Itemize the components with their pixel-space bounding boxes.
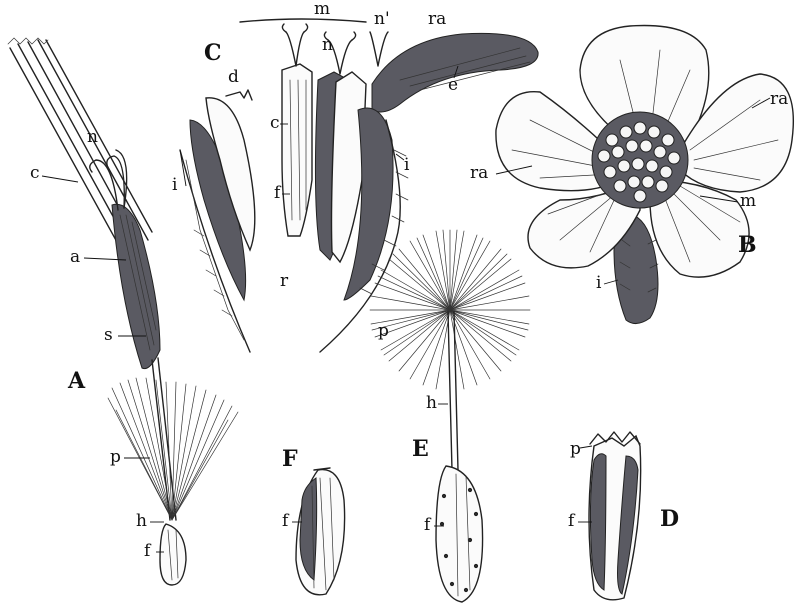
figure-c-label-i-right: i	[404, 155, 410, 175]
figure-a-letter: A	[67, 368, 86, 394]
figure-e-achene	[370, 230, 530, 602]
figure-a-label-c: c	[30, 163, 40, 183]
figure-a-label-n: n	[87, 127, 98, 147]
figure-c-label-e: e	[448, 75, 458, 95]
figure-a-label-h: h	[136, 511, 147, 531]
figure-c-label-n: n	[322, 35, 333, 55]
figure-e-label-p: p	[378, 321, 389, 341]
figure-f-letter: F	[282, 446, 298, 472]
figure-b-label-m: m	[740, 191, 756, 211]
figure-c-label-m: m	[314, 0, 330, 19]
figure-b-letter: B	[738, 232, 757, 258]
figure-d-label-f: f	[568, 511, 576, 531]
figure-b-flowerhead	[496, 26, 793, 324]
figure-c-label-f: f	[274, 183, 282, 203]
figure-a-label-s: s	[104, 325, 113, 345]
figure-d-label-p: p	[570, 439, 581, 459]
figure-f-label-f: f	[282, 511, 290, 531]
figure-b-label-ra-right: ra	[770, 89, 788, 109]
figure-c-letter: C	[204, 40, 222, 66]
figure-c-label-i-left: i	[172, 175, 178, 195]
figure-e-label-h: h	[426, 393, 437, 413]
figure-b-label-i: i	[596, 273, 602, 293]
figure-c-label-r: r	[280, 271, 289, 291]
figure-b-label-ra-left: ra	[470, 163, 488, 183]
figure-d-letter: D	[660, 506, 679, 532]
figure-f-achene	[296, 468, 345, 595]
figure-a-label-f: f	[144, 541, 152, 561]
figure-d-achene	[589, 432, 641, 600]
figure-a-floret	[8, 38, 238, 585]
figure-e-letter: E	[412, 436, 429, 462]
figure-c-label-d: d	[228, 67, 239, 87]
figure-c-label-n-prime: n'	[374, 9, 390, 29]
figure-a-label-a: a	[70, 247, 80, 267]
figure-e-label-f: f	[424, 515, 432, 535]
figure-c-label-ra: ra	[428, 9, 446, 29]
figure-c-label-c: c	[270, 113, 280, 133]
figure-a-label-p: p	[110, 447, 121, 467]
disc-florets	[592, 112, 688, 208]
